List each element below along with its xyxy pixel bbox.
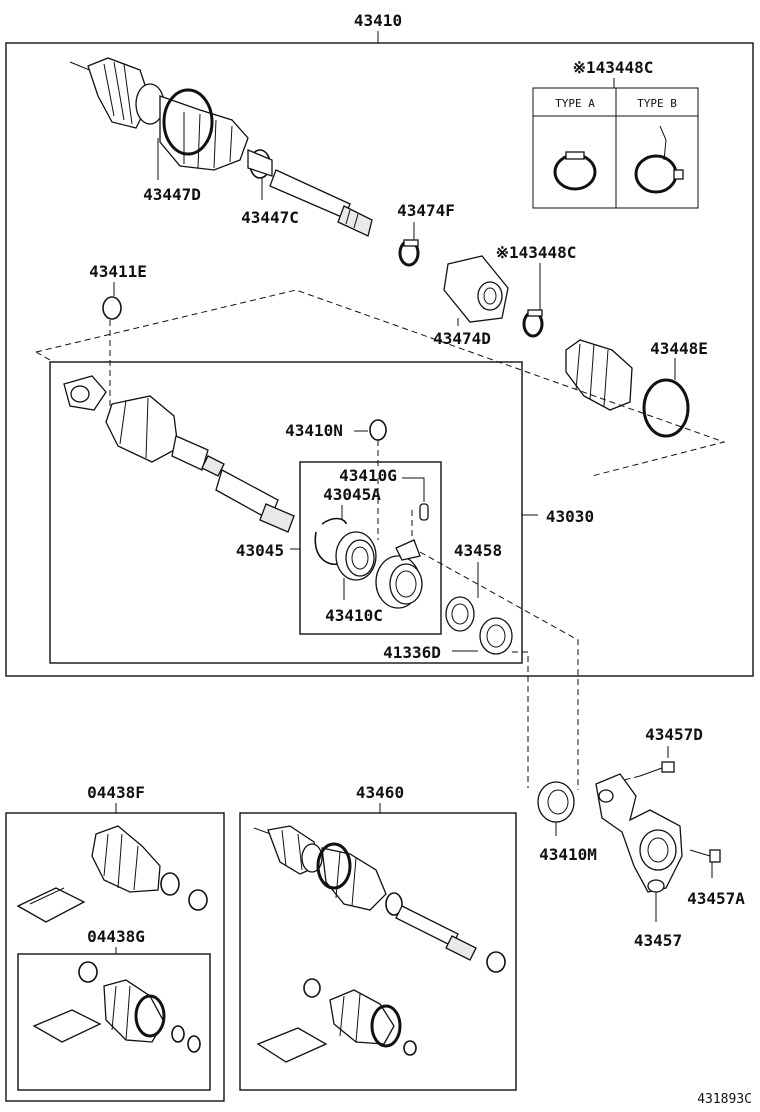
exploded-outline [35, 289, 726, 477]
label-43410M[interactable]: 43410M [539, 845, 597, 864]
dynamic-damper-43474D [443, 255, 509, 323]
bearing-subassembly-frame [299, 461, 442, 635]
clamp-type-b-icon [634, 125, 684, 194]
assembly-43030-label[interactable]: 43030 [546, 507, 594, 526]
kit-43460-label[interactable]: 43460 [356, 783, 404, 802]
label-43457D[interactable]: 43457D [645, 725, 703, 744]
type-a-header: TYPE A [555, 97, 595, 110]
label-43410C[interactable]: 43410C [325, 606, 383, 625]
kit-04438G-frame [17, 953, 211, 1091]
label-43474D[interactable]: 43474D [433, 329, 491, 348]
label-43457[interactable]: 43457 [634, 931, 682, 950]
label-43448C[interactable]: ※143448C [496, 243, 577, 262]
kit-04438F-parts [16, 825, 208, 923]
kit-43460-parts [253, 825, 506, 1063]
outer-cv-joint-shaft [69, 57, 373, 237]
pin-43410G [419, 503, 429, 521]
clamp-43474F [398, 239, 420, 267]
diagram-id: 431893C [697, 1092, 752, 1107]
label-43410G[interactable]: 43410G [339, 466, 397, 485]
kit-04438F-label[interactable]: 04438F [87, 783, 145, 802]
kit-04438G-label[interactable]: 04438G [87, 927, 145, 946]
kit-04438F-frame [5, 812, 225, 1102]
label-43458[interactable]: 43458 [454, 541, 502, 560]
clamp-43448C [522, 309, 544, 338]
label-43410N[interactable]: 43410N [285, 421, 343, 440]
seal-43410M [537, 781, 575, 823]
bolt-43457A [689, 849, 721, 863]
clamp-type-table: ※143448C TYPE A TYPE B [532, 58, 699, 209]
label-43447D[interactable]: 43447D [143, 185, 201, 204]
bearing-bracket-43457 [595, 773, 683, 893]
bearing-41336D [479, 617, 513, 655]
bolt-43457D [639, 761, 675, 777]
snap-ring-43410N [369, 419, 387, 441]
label-43447C[interactable]: 43447C [241, 208, 299, 227]
label-43448E[interactable]: 43448E [650, 339, 708, 358]
clamp-type-a-icon [553, 151, 597, 191]
assembly-43410-frame [5, 42, 754, 677]
type-table-title[interactable]: ※143448C [573, 58, 654, 77]
bearing-bracket [375, 539, 423, 609]
type-b-header: TYPE B [637, 97, 677, 110]
assembly-43030-frame [49, 361, 523, 664]
label-43045A[interactable]: 43045A [323, 485, 381, 504]
kit-43460-frame [239, 812, 517, 1091]
inner-boot-43448E [565, 339, 690, 438]
label-43457A[interactable]: 43457A [687, 889, 745, 908]
label-43474F[interactable]: 43474F [397, 201, 455, 220]
label-43411E[interactable]: 43411E [89, 262, 147, 281]
snap-ring-43411E [102, 296, 122, 320]
label-41336D[interactable]: 41336D [383, 643, 441, 662]
label-43045[interactable]: 43045 [236, 541, 284, 560]
seal-43458 [445, 596, 475, 632]
assembly-43410-label[interactable]: 43410 [354, 11, 402, 30]
inboard-joint-shaft [63, 375, 295, 533]
bearing-43045 [314, 517, 377, 581]
kit-04438G-parts [32, 961, 201, 1053]
